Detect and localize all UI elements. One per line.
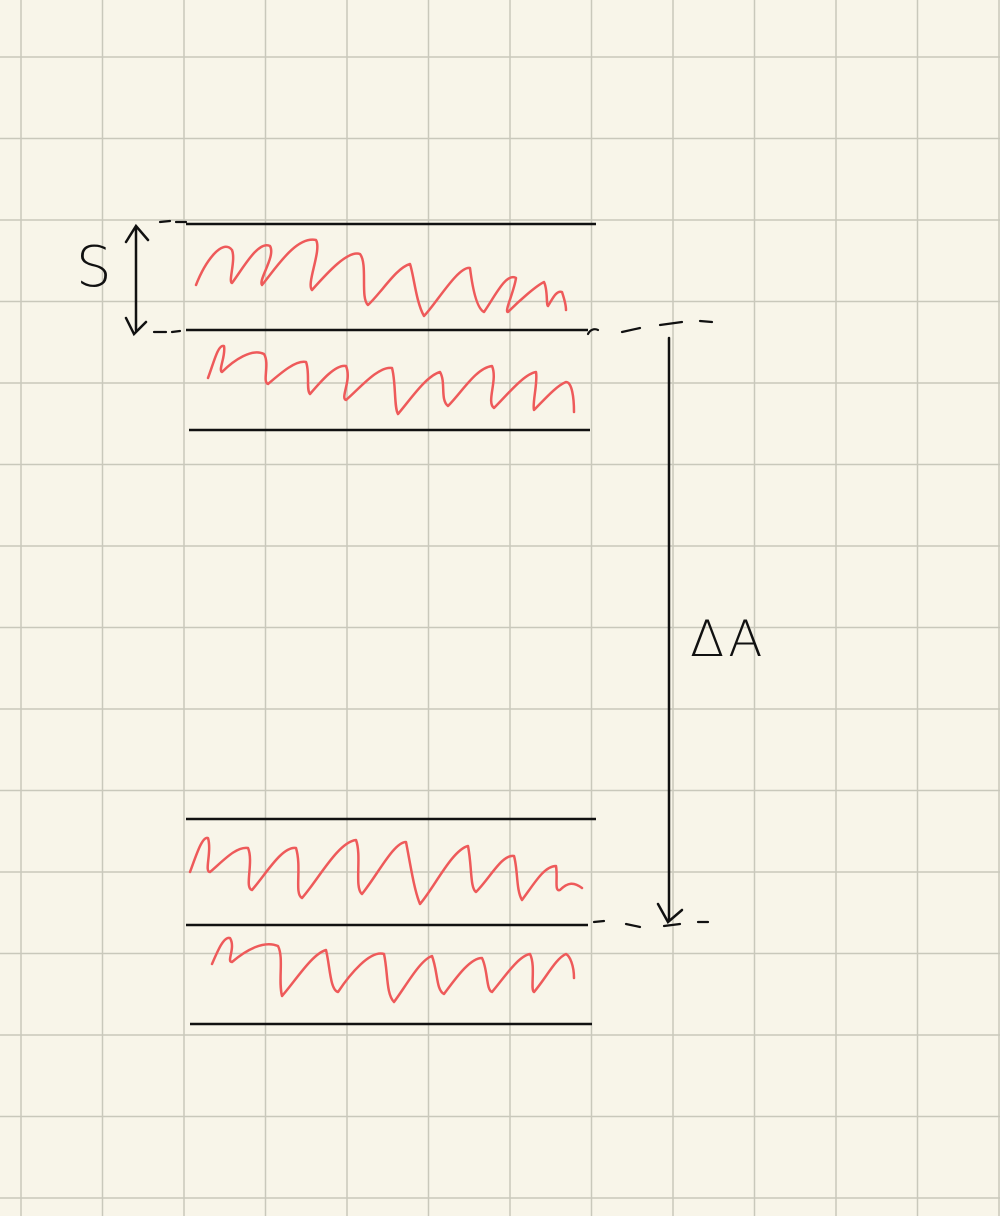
- spacing-label: S: [76, 235, 112, 300]
- displacement-label: ΔA: [690, 610, 767, 668]
- upper-layer-group: [186, 222, 596, 432]
- lower-wave-1: [188, 836, 584, 906]
- displacement-guides: [586, 319, 714, 929]
- lower-wave-2: [210, 936, 576, 1004]
- spacing-guides: [152, 219, 188, 334]
- spacing-arrow: [124, 223, 150, 337]
- upper-wave-1: [194, 238, 568, 318]
- displacement-arrow: [656, 336, 684, 924]
- upper-wave-2: [206, 344, 576, 416]
- lower-layer-group: [186, 817, 596, 1026]
